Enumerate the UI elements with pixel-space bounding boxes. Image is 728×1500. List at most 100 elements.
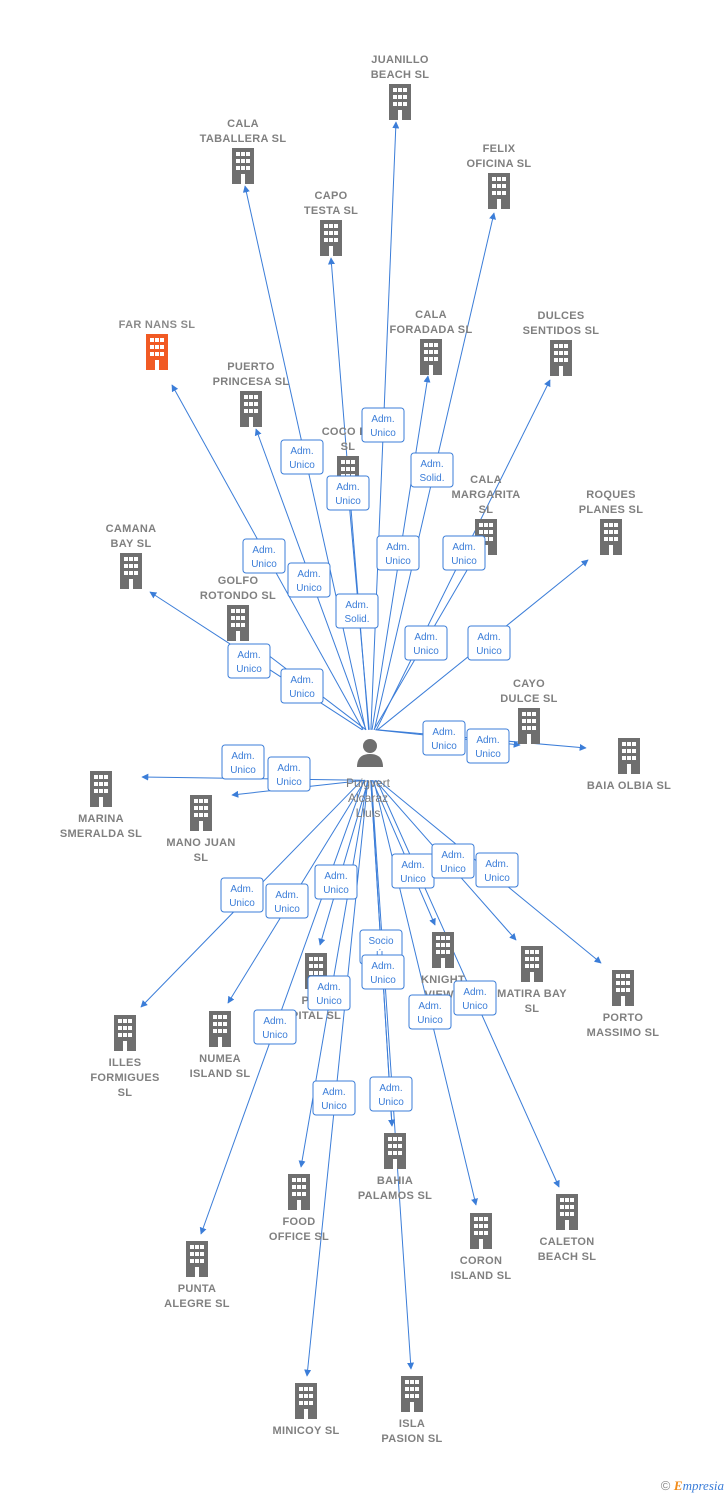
role-badge-knight-views[interactable]: Adm.Unico: [391, 853, 435, 889]
building-icon: [227, 605, 249, 641]
building-icon: [320, 220, 342, 256]
role-badge-felix-oficina[interactable]: Adm.Solid.: [410, 452, 454, 488]
role-badge-far-nans[interactable]: Adm.Unico: [242, 538, 286, 574]
role-badge-text: Adm.: [237, 650, 260, 661]
role-badge-camana-bay[interactable]: Adm.Unico: [227, 643, 271, 679]
role-badge-mano-juan[interactable]: Adm.Unico: [267, 756, 311, 792]
role-badge-text: Adm.: [230, 884, 253, 895]
role-badge-roques-planes[interactable]: Adm.Unico: [467, 625, 511, 661]
role-badge-coron-island[interactable]: Adm.Unico: [408, 994, 452, 1030]
role-badge-platja-capital[interactable]: Adm.Unico: [314, 864, 358, 900]
role-badge-bahia-palamos[interactable]: Adm.Unico: [361, 954, 405, 990]
company-node-baia-olbia[interactable]: BAIA OLBIA SL: [587, 738, 671, 792]
company-label: MATIRA BAY: [497, 988, 567, 1000]
role-badge-food-office[interactable]: Adm.Unico: [307, 975, 351, 1011]
role-badge-text: Unico: [370, 975, 396, 986]
company-label: OFFICE SL: [269, 1231, 329, 1243]
role-badge-numea-island[interactable]: Adm.Unico: [265, 883, 309, 919]
role-badge-box: [422, 720, 466, 756]
company-label: TABALLERA SL: [200, 133, 287, 145]
role-badge-isla-pasion[interactable]: Adm.Unico: [369, 1076, 413, 1112]
role-badge-box: [221, 744, 265, 780]
role-badge-text: Adm.: [290, 446, 313, 457]
role-badge-text: Adm.: [379, 1083, 402, 1094]
company-label: PITAL SL: [291, 1010, 341, 1022]
company-label: SL: [341, 441, 356, 453]
role-badge-box: [220, 877, 264, 913]
company-label: MANO JUAN: [166, 837, 235, 849]
company-label: FORADADA SL: [390, 324, 473, 336]
role-badge-juanillo[interactable]: Adm.Unico: [361, 407, 405, 443]
role-badge-box: [227, 643, 271, 679]
company-node-far-nans[interactable]: FAR NANS SL: [119, 319, 196, 370]
company-label: FAR NANS SL: [119, 319, 196, 331]
role-badge-illes-formigues[interactable]: Adm.Unico: [220, 877, 264, 913]
company-label: ISLA: [399, 1418, 425, 1430]
company-label: CAYO: [513, 678, 545, 690]
company-node-minicoy[interactable]: MINICOY SL: [273, 1383, 340, 1437]
role-badge-porto-massimo[interactable]: Adm.Unico: [475, 852, 519, 888]
role-badge-caleton-beach[interactable]: Adm.Unico: [453, 980, 497, 1016]
company-label: BEACH SL: [371, 69, 430, 81]
role-badge-box: [467, 625, 511, 661]
company-node-food-office[interactable]: FOOD OFFICE SL: [269, 1174, 329, 1243]
role-badge-text: Unico: [385, 556, 411, 567]
role-badge-capo-testa[interactable]: Adm.Unico: [326, 475, 370, 511]
role-badge-minicoy[interactable]: Adm.Unico: [312, 1080, 356, 1116]
company-label: TESTA SL: [304, 205, 358, 217]
role-badge-cala-foradada[interactable]: Adm.Unico: [376, 535, 420, 571]
role-badge-puerto-princesa[interactable]: Adm.Unico: [287, 562, 331, 598]
role-badge-baia-olbia[interactable]: Adm.Unico: [466, 728, 510, 764]
building-icon: [209, 1011, 231, 1047]
role-badge-text: Adm.: [275, 890, 298, 901]
role-badge-cayo-dulce[interactable]: Adm.Unico: [422, 720, 466, 756]
role-badge-punta-alegre[interactable]: Adm.Unico: [253, 1009, 297, 1045]
role-badge-text: Solid.: [344, 614, 369, 625]
role-badge-cala-margarita[interactable]: Adm.Unico: [404, 625, 448, 661]
role-badge-cala-taballera[interactable]: Adm.Unico: [280, 439, 324, 475]
role-badge-text: Adm.: [231, 751, 254, 762]
building-icon: [550, 340, 572, 376]
role-badge-dulces-sentidos[interactable]: Adm.Unico: [442, 535, 486, 571]
role-badge-matira-bay[interactable]: Adm.Unico: [431, 843, 475, 879]
role-badge-coco-pa[interactable]: Adm.Solid.: [335, 593, 379, 629]
company-label: ISLAND SL: [190, 1068, 251, 1080]
role-badge-golfo-rotondo[interactable]: Adm.Unico: [280, 668, 324, 704]
person-name: Alcaraz: [348, 791, 388, 805]
edge-punta-alegre: [199, 780, 365, 1235]
company-label: SL: [118, 1087, 133, 1099]
company-label: FOOD: [283, 1216, 316, 1228]
role-badge-text: Socio: [368, 936, 393, 947]
role-badge-box: [307, 975, 351, 1011]
role-badge-text: Unico: [475, 749, 501, 760]
edge-knight-views: [371, 780, 436, 926]
role-badge-marina-smeralda[interactable]: Adm.Unico: [221, 744, 265, 780]
